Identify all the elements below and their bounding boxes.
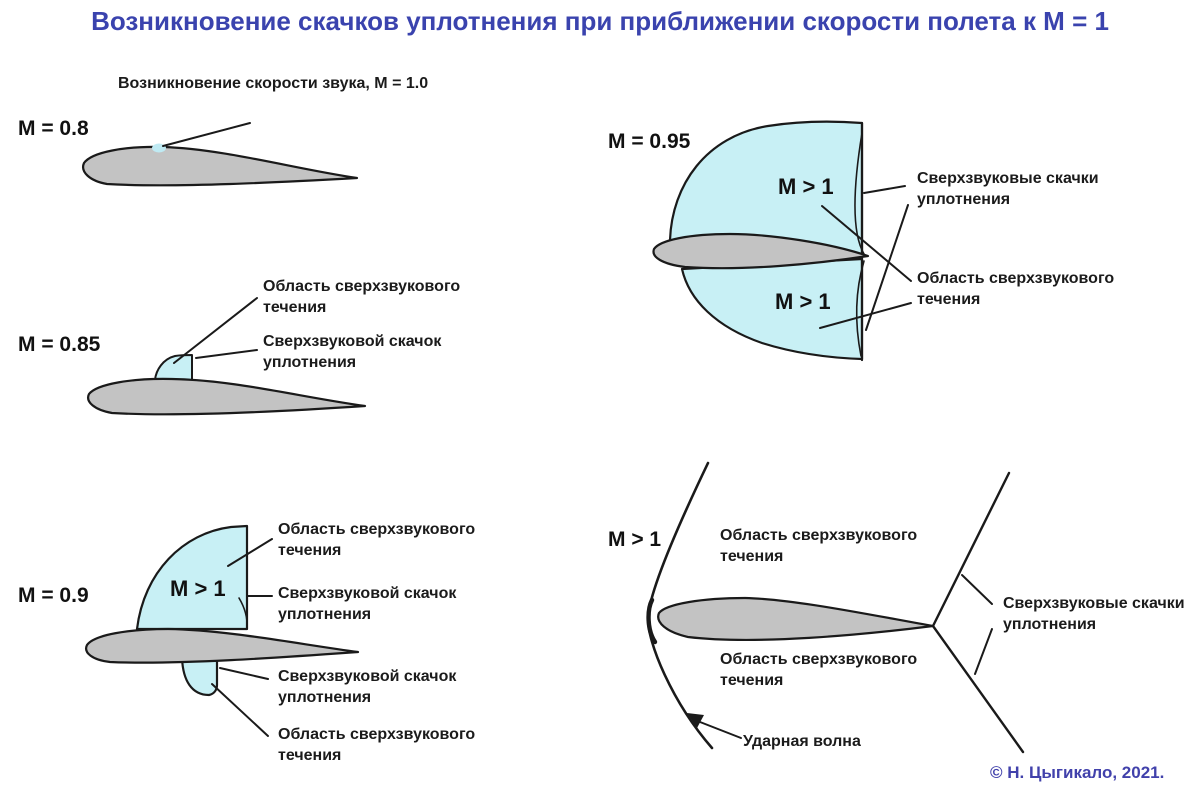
supersonic-label-top-m095: М > 1 (778, 174, 834, 199)
airfoil-m09-shape (85, 627, 360, 664)
shock-curve-lower-m095 (855, 260, 865, 357)
supersonic-label-bottom-m095: М > 1 (775, 289, 831, 314)
pointer-line-region-bottom-m09 (211, 683, 269, 737)
region-label-bottom-m1: Область сверхзвукового течения (720, 651, 918, 689)
mach-label-m095: М = 0.95 (608, 130, 691, 153)
copyright-note: © Н. Цыгикало, 2021. (990, 763, 1165, 782)
region-label-m095: Область сверхзвукового течения (917, 270, 1115, 308)
pointer-line-shock-m085 (195, 349, 258, 359)
panel-m085-shapes (87, 297, 367, 416)
panel-m095-shapes (652, 120, 912, 362)
airfoil-m085-shape (87, 377, 367, 416)
pointer-line-region-lower-m095 (819, 302, 912, 329)
shock-wave-arrow-line (699, 721, 742, 739)
region-label-m085: Область сверхзвукового течения (263, 278, 461, 316)
pointer-line-shocks-upper-m095 (863, 185, 906, 194)
supersonic-region-m085 (154, 354, 193, 381)
pointer-line-shocks-lower-m1 (974, 628, 993, 675)
shock-wave-arrowhead (687, 713, 704, 728)
panel-m1-shapes (646, 461, 1025, 754)
region-label-top-m09: Область сверхзвукового течения (278, 521, 476, 559)
bow-shock-nose-thick (646, 597, 658, 645)
supersonic-label-m09: М > 1 (170, 576, 226, 601)
pointer-line-sonic-m08 (162, 122, 251, 147)
diagram-title: Возникновение скачков уплотнения при при… (91, 6, 1109, 36)
mach-label-m1: М > 1 (608, 528, 662, 551)
supersonic-region-bottom-m09 (180, 656, 219, 697)
sonic-annotation-m08: Возникновение скорости звука, М = 1.0 (118, 75, 429, 92)
pointer-line-region-upper-m095 (821, 205, 912, 282)
trailing-shock-upper (931, 471, 1011, 628)
panel-m09-shapes (85, 524, 360, 737)
shock-wave-label-m1: Ударная волна (743, 733, 861, 750)
supersonic-region-bottom-m095 (680, 257, 864, 361)
shocks-label-m1: Сверхзвуковые скачки уплотнения (1003, 595, 1185, 633)
shock-curve-upper-m095 (854, 132, 865, 255)
mach-label-m09: М = 0.9 (18, 584, 89, 607)
supersonic-region-top-m09 (135, 524, 249, 631)
region-label-top-m1: Область сверхзвукового течения (720, 527, 918, 565)
airfoil-m08-shape (82, 145, 359, 187)
pointer-line-shocks-lower-m095 (865, 204, 909, 331)
shock-label-bottom-m09: Сверхзвуковой скачок уплотнения (278, 668, 457, 706)
trailing-shock-lower (931, 624, 1025, 754)
pointer-line-shock-bottom-m09 (219, 667, 269, 680)
pointer-line-region-top-m09 (227, 538, 273, 567)
mach-label-m08: М = 0.8 (18, 117, 89, 140)
region-label-bottom-m09: Область сверхзвукового течения (278, 726, 476, 764)
airfoil-m095-shape (652, 232, 870, 270)
pointer-line-shocks-upper-m1 (961, 574, 993, 605)
shock-foot-curve-m09 (238, 597, 248, 629)
panel-m08-shapes (82, 122, 359, 187)
shock-label-top-m09: Сверхзвуковой скачок уплотнения (278, 585, 457, 623)
supersonic-region-top-m095 (668, 120, 864, 258)
shock-label-m085: Сверхзвуковой скачок уплотнения (263, 333, 442, 371)
pointer-line-region-m085 (173, 297, 258, 364)
mach-label-m085: М = 0.85 (18, 333, 101, 356)
shocks-label-m095: Сверхзвуковые скачки уплотнения (917, 170, 1099, 208)
airfoil-m1-shape (657, 596, 935, 642)
